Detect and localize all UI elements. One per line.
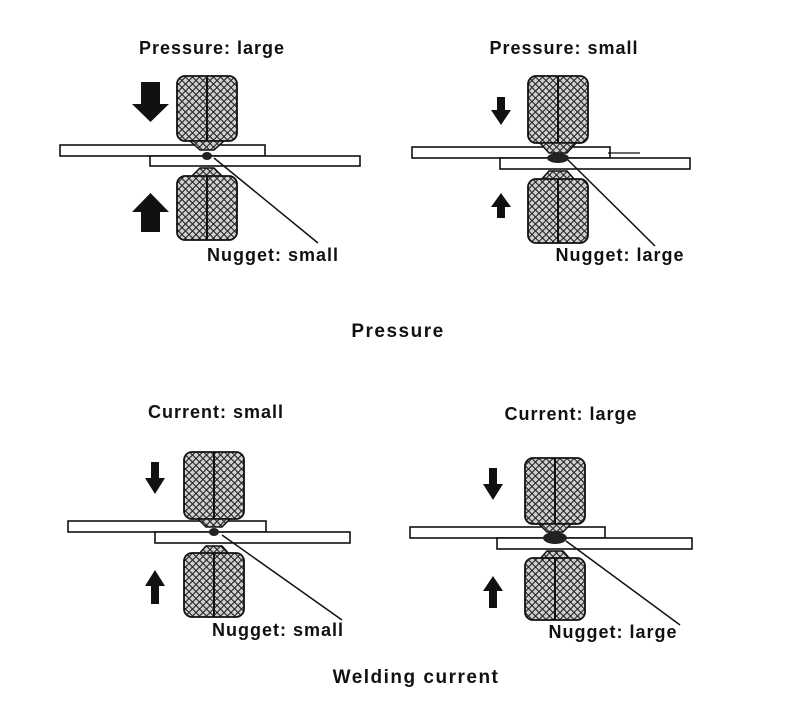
up-arrow-small: [483, 576, 503, 608]
lower-plate: [149, 155, 361, 167]
label-pressure-small: Pressure: small: [489, 38, 638, 58]
upper-plate: [67, 520, 267, 533]
upper-electrode: [524, 457, 586, 533]
down-arrow-small: [491, 97, 511, 125]
lower-electrode: [176, 167, 238, 241]
label-nugget-large: Nugget: large: [548, 622, 677, 642]
nugget-small: [209, 528, 219, 536]
label-nugget-large: Nugget: large: [555, 245, 684, 265]
down-arrow-large: [132, 82, 169, 122]
down-arrow-small: [145, 462, 165, 494]
upper-electrode: [527, 75, 589, 154]
lower-plate: [154, 531, 351, 544]
label-nugget-small: Nugget: small: [212, 620, 344, 640]
panel-pressure-large: Pressure: large Nugget: small: [59, 38, 361, 265]
caption-pressure: Pressure: [351, 321, 444, 342]
upper-electrode: [183, 451, 245, 528]
label-nugget-small: Nugget: small: [207, 245, 339, 265]
panel-current-small: Current: small Nugget: small: [67, 402, 351, 640]
nugget-large: [547, 153, 569, 163]
upper-plate: [59, 144, 266, 157]
panel-pressure-small: Pressure: small Nugget: large: [411, 38, 691, 265]
lower-electrode: [524, 550, 586, 621]
lower-plate: [499, 157, 691, 170]
label-current-large: Current: large: [504, 404, 637, 424]
nugget-small: [202, 152, 212, 160]
lower-electrode: [527, 170, 589, 244]
lower-plate: [496, 537, 693, 550]
lower-electrode: [183, 545, 245, 618]
upper-plate: [409, 526, 606, 539]
label-pressure-large: Pressure: large: [139, 38, 285, 58]
up-arrow-small: [145, 570, 165, 604]
nugget-leader-line: [221, 534, 343, 621]
nugget-leader-line: [565, 540, 681, 626]
label-current-small: Current: small: [148, 402, 284, 422]
upper-plate: [411, 146, 611, 159]
down-arrow-small: [483, 468, 503, 500]
nugget-leader-line: [213, 157, 319, 244]
nugget-leader-line: [567, 159, 656, 247]
nugget-large: [543, 532, 567, 544]
panel-current-large: Current: large Nugget: large: [409, 404, 693, 642]
upper-electrode: [176, 75, 238, 151]
up-arrow-large: [132, 193, 169, 232]
up-arrow-small: [491, 193, 511, 218]
caption-welding-current: Welding current: [333, 667, 500, 688]
